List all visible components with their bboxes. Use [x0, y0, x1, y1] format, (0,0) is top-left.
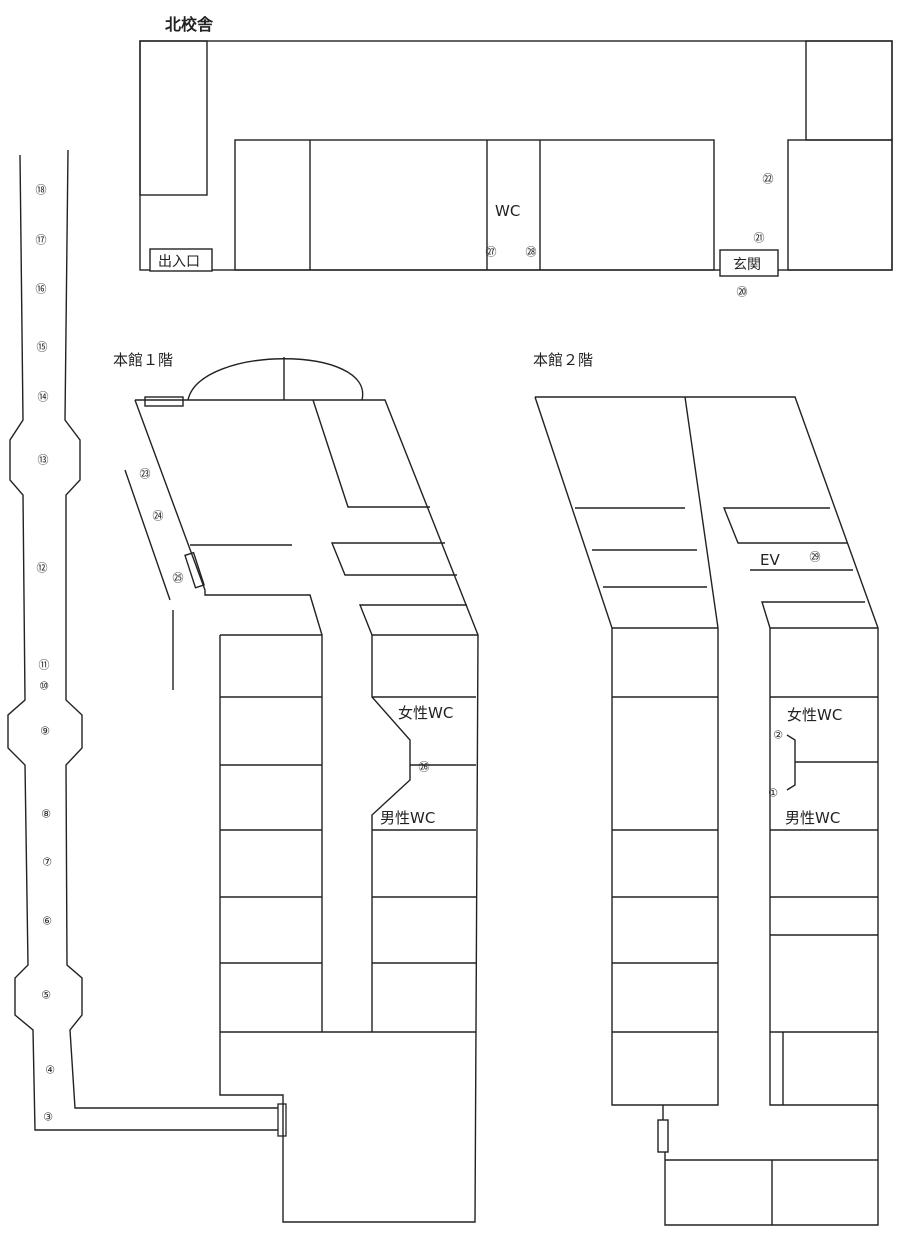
main-1f-womens-wc: 女性WC [398, 704, 453, 722]
marker-⑬: ⑬ [38, 454, 49, 467]
marker-㉑: ㉑ [754, 232, 765, 245]
marker-㉘: ㉘ [526, 246, 537, 259]
north-wc-label: WC [495, 202, 520, 220]
marker-label: ㉙ [810, 551, 821, 564]
marker-⑩: ⑩ [39, 680, 49, 693]
marker-label: ㉘ [526, 246, 537, 259]
marker-label: ⑧ [41, 808, 51, 821]
marker-③: ③ [43, 1111, 53, 1124]
marker-label: ⑩ [39, 680, 49, 693]
marker-②: ② [773, 729, 783, 742]
marker-⑦: ⑦ [42, 856, 52, 869]
main-2f-mens-wc: 男性WC [785, 809, 840, 827]
marker-label: ⑮ [37, 341, 48, 354]
marker-label: ③ [43, 1111, 53, 1124]
main-1f-mens-wc: 男性WC [380, 809, 435, 827]
north-building-title: 北校舎 [165, 15, 214, 34]
marker-label: ㉖ [419, 761, 430, 774]
marker-⑯: ⑯ [36, 283, 47, 296]
marker-label: ② [773, 729, 783, 742]
marker-label: ⑪ [39, 659, 50, 672]
main-1f: 本館１階 女性WC 男性WC [113, 351, 479, 1223]
marker-㉕: ㉕ [173, 572, 184, 585]
marker-label: ㉑ [754, 232, 765, 245]
marker-⑧: ⑧ [41, 808, 51, 821]
marker-label: ㉔ [153, 510, 164, 523]
exit-label: 出入口 [158, 254, 200, 270]
marker-label: ⑰ [36, 234, 47, 247]
marker-label: ④ [45, 1064, 55, 1077]
marker-⑨: ⑨ [40, 725, 50, 738]
marker-⑱: ⑱ [36, 184, 47, 197]
entrance-label: 玄関 [733, 256, 761, 273]
marker-label: ⑭ [38, 391, 49, 404]
marker-⑭: ⑭ [38, 391, 49, 404]
marker-㉙: ㉙ [810, 551, 821, 564]
marker-㉔: ㉔ [153, 510, 164, 523]
main-2f-title: 本館２階 [533, 351, 593, 369]
marker-label: ⑦ [42, 856, 52, 869]
marker-label: ⑤ [41, 989, 51, 1002]
marker-label: ㉓ [140, 468, 151, 481]
marker-㉒: ㉒ [763, 173, 774, 186]
marker-label: ㉗ [486, 246, 497, 259]
north-building: 北校舎 WC 出入口 玄関 [139, 15, 893, 277]
marker-⑥: ⑥ [42, 915, 52, 928]
marker-㉗: ㉗ [486, 246, 497, 259]
marker-㉓: ㉓ [140, 468, 151, 481]
marker-①: ① [768, 787, 778, 800]
marker-label: ⑬ [38, 454, 49, 467]
marker-⑪: ⑪ [39, 659, 50, 672]
ev-label: EV [760, 551, 780, 569]
marker-label: ⑯ [36, 283, 47, 296]
exit-box [149, 248, 213, 272]
main-2f-womens-wc: 女性WC [787, 706, 842, 724]
marker-label: ㉒ [763, 173, 774, 186]
entrance-box [719, 249, 779, 277]
marker-⑳: ⑳ [737, 286, 748, 299]
main-2f: 本館２階 EV 女性WC 男性WC [533, 351, 879, 1226]
marker-⑮: ⑮ [37, 341, 48, 354]
marker-④: ④ [45, 1064, 55, 1077]
marker-label: ⑱ [36, 184, 47, 197]
marker-⑫: ⑫ [37, 562, 48, 575]
marker-label: ⑳ [737, 286, 748, 299]
marker-label: ⑫ [37, 562, 48, 575]
marker-label: ⑨ [40, 725, 50, 738]
marker-⑤: ⑤ [41, 989, 51, 1002]
route-corridor [7, 149, 287, 1137]
main-1f-title: 本館１階 [113, 351, 173, 369]
marker-⑰: ⑰ [36, 234, 47, 247]
marker-㉖: ㉖ [419, 761, 430, 774]
marker-label: ㉕ [173, 572, 184, 585]
marker-label: ⑥ [42, 915, 52, 928]
marker-label: ① [768, 787, 778, 800]
